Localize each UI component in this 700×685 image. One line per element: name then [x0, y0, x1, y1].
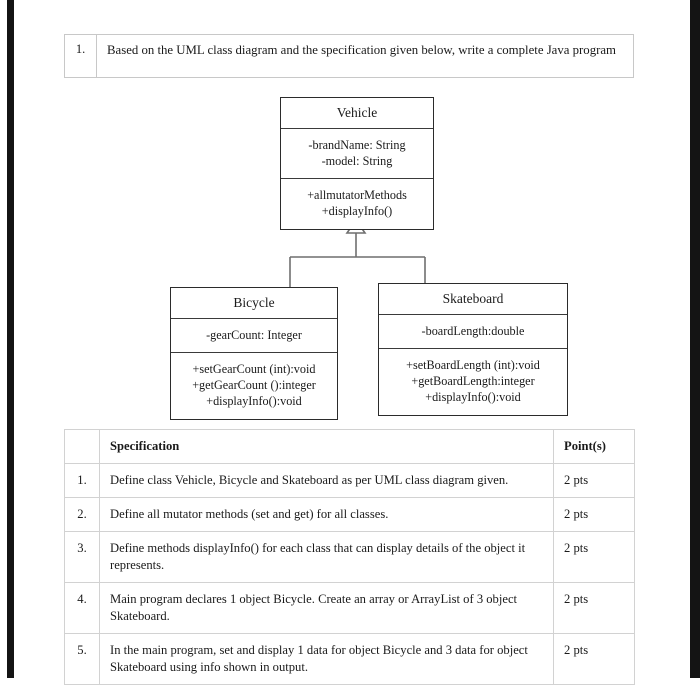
uml-attribute: -boardLength:double [421, 324, 525, 339]
uml-operation: +displayInfo() [321, 204, 393, 219]
question-text: Based on the UML class diagram and the s… [107, 43, 616, 57]
uml-class-vehicle-attributes: -brandName: String -model: String [281, 129, 433, 180]
row-points: 2 pts [553, 633, 635, 685]
scan-edge-right [690, 0, 700, 678]
uml-operation: +displayInfo():void [206, 394, 302, 409]
generalization-arrowhead [345, 218, 367, 234]
table-row: 5. In the main program, set and display … [64, 633, 635, 685]
uml-class-skateboard-operations: +setBoardLength (int):void +getBoardLeng… [379, 349, 567, 414]
row-number: 5. [64, 633, 100, 685]
uml-attribute: -brandName: String [308, 138, 406, 153]
uml-operation: +getBoardLength:integer [411, 374, 535, 389]
uml-class-bicycle-attributes: -gearCount: Integer [171, 319, 337, 354]
table-row: 2. Define all mutator methods (set and g… [64, 497, 635, 532]
row-number: 4. [64, 582, 100, 634]
scan-edge-left [7, 0, 14, 678]
table-row: 3. Define methods displayInfo() for each… [64, 531, 635, 583]
uml-class-bicycle-name: Bicycle [171, 288, 337, 320]
table-header-row: Specification Point(s) [64, 429, 635, 464]
row-specification: Define methods displayInfo() for each cl… [99, 531, 554, 583]
uml-class-skateboard-attributes: -boardLength:double [379, 315, 567, 350]
uml-class-bicycle-operations: +setGearCount (int):void +getGearCount (… [171, 353, 337, 418]
uml-operation: +allmutatorMethods [307, 188, 407, 203]
row-specification: Define class Vehicle, Bicycle and Skateb… [99, 463, 554, 498]
row-specification: In the main program, set and display 1 d… [99, 633, 554, 685]
row-points: 2 pts [553, 531, 635, 583]
specification-table: Specification Point(s) 1. Define class V… [64, 429, 635, 685]
question-box: 1. Based on the UML class diagram and th… [64, 34, 634, 78]
table-row: 4. Main program declares 1 object Bicycl… [64, 582, 635, 634]
uml-operation: +getGearCount ():integer [192, 378, 316, 393]
row-specification: Main program declares 1 object Bicycle. … [99, 582, 554, 634]
row-points: 2 pts [553, 463, 635, 498]
row-points: 2 pts [553, 497, 635, 532]
row-number: 1. [64, 463, 100, 498]
header-points: Point(s) [553, 429, 635, 464]
table-row: 1. Define class Vehicle, Bicycle and Ska… [64, 463, 635, 498]
row-points: 2 pts [553, 582, 635, 634]
uml-operation: +setBoardLength (int):void [406, 358, 540, 373]
uml-class-vehicle-operations: +allmutatorMethods +displayInfo() [281, 179, 433, 228]
question-number: 1. [65, 35, 97, 77]
row-number: 3. [64, 531, 100, 583]
uml-class-vehicle-name: Vehicle [281, 98, 433, 130]
uml-class-skateboard-name: Skateboard [379, 284, 567, 316]
uml-attribute: -gearCount: Integer [206, 328, 302, 343]
uml-operation: +setGearCount (int):void [192, 362, 316, 377]
row-specification: Define all mutator methods (set and get)… [99, 497, 554, 532]
header-number [64, 429, 100, 464]
row-number: 2. [64, 497, 100, 532]
header-specification: Specification [99, 429, 554, 464]
uml-class-bicycle: Bicycle -gearCount: Integer +setGearCoun… [170, 287, 338, 420]
uml-class-skateboard: Skateboard -boardLength:double +setBoard… [378, 283, 568, 416]
uml-class-vehicle: Vehicle -brandName: String -model: Strin… [280, 97, 434, 230]
uml-operation: +displayInfo():void [425, 390, 521, 405]
uml-attribute: -model: String [321, 154, 393, 169]
